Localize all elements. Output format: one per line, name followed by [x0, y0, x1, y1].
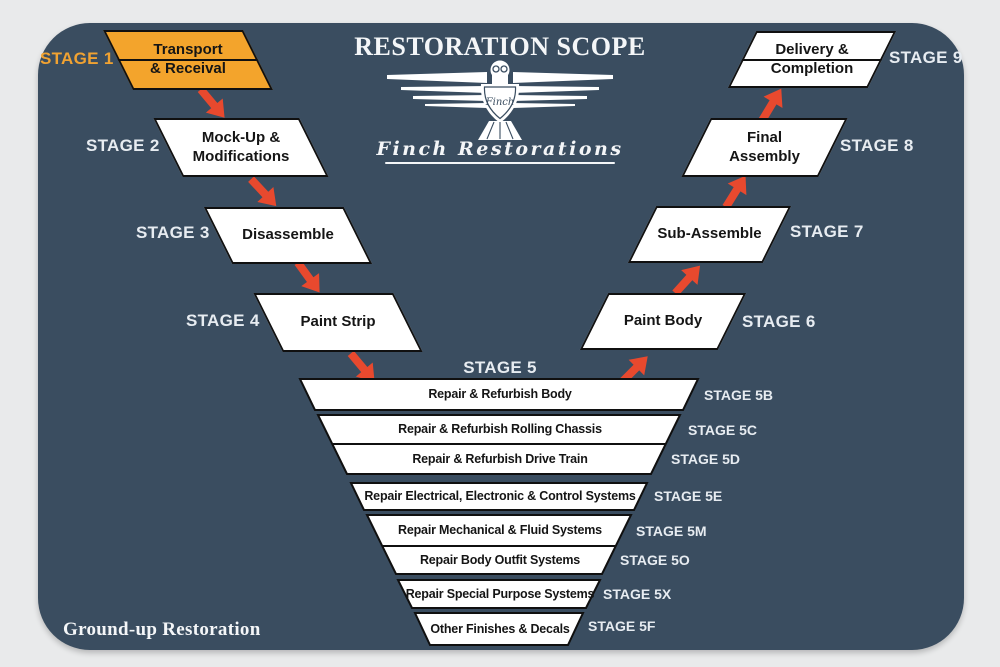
- stage2-label: STAGE 2: [86, 136, 160, 155]
- arrow-stage2-to-3-icon: [248, 176, 277, 207]
- stage1-box: Transport & Receival: [103, 30, 273, 90]
- stage4-label: STAGE 4: [186, 311, 260, 330]
- stage8-box: Final Assembly: [681, 118, 848, 177]
- stage6-label: STAGE 6: [742, 312, 816, 331]
- stage4-line1: Paint Strip: [300, 313, 376, 331]
- stage1-line1: Transport: [153, 41, 223, 59]
- stage2-box: Mock-Up & Modifications: [153, 118, 329, 177]
- stage4-box: Paint Strip: [253, 293, 423, 352]
- stage3-box: Disassemble: [203, 207, 373, 264]
- stage3-line1: Disassemble: [242, 226, 334, 244]
- stage9-label: STAGE 9: [889, 48, 963, 67]
- brand-underline: [385, 162, 615, 164]
- arrow-stage1-to-2-icon: [197, 86, 225, 118]
- stage9-line2: Completion: [770, 59, 854, 77]
- stage5-label: STAGE 5: [463, 358, 537, 377]
- stage5x-task: Repair Special Purpose Systems: [405, 587, 595, 601]
- stage7-box: Sub-Assemble: [627, 206, 792, 263]
- arrow-stage8-to-9-icon: [758, 88, 783, 123]
- stage6-box: Paint Body: [579, 293, 747, 350]
- stage6-line1: Paint Body: [623, 312, 703, 330]
- stage5o-task: Repair Body Outfit Systems: [419, 553, 581, 567]
- stage5d-label: STAGE 5D: [671, 451, 740, 467]
- stage5o-label: STAGE 5O: [620, 552, 690, 568]
- stage5b-task: Repair & Refurbish Body: [428, 387, 572, 401]
- stage1-line2: & Receival: [150, 60, 226, 77]
- shield-script-text: Finch: [485, 97, 515, 108]
- stage2-line2: Modifications: [192, 147, 290, 165]
- stage9-line1: Delivery &: [775, 40, 849, 58]
- stage5b-label: STAGE 5B: [704, 387, 773, 403]
- stage7-label: STAGE 7: [790, 222, 864, 241]
- stage9-box: Delivery & Completion: [727, 31, 897, 88]
- arrow-stage3-to-4-icon: [294, 260, 320, 293]
- stage5m-label: STAGE 5M: [636, 523, 707, 539]
- page-title: RESTORATION SCOPE: [354, 32, 646, 61]
- stage5d-task: Repair & Refurbish Drive Train: [412, 452, 588, 466]
- stage3-label: STAGE 3: [136, 223, 210, 242]
- stage5f-task: Other Finishes & Decals: [430, 622, 570, 636]
- stage5e-task: Repair Electrical, Electronic & Control …: [364, 489, 636, 503]
- stage5c-task: Repair & Refurbish Rolling Chassis: [398, 422, 602, 436]
- arrow-stage4-to-5-icon: [347, 350, 375, 382]
- stage7-line1: Sub-Assemble: [657, 225, 762, 243]
- stage5x-label: STAGE 5X: [603, 586, 672, 602]
- stage5f-label: STAGE 5F: [588, 618, 656, 634]
- stage2-line1: Mock-Up &: [201, 128, 281, 146]
- arrow-stage6-to-7-icon: [672, 265, 701, 296]
- stage5m-task: Repair Mechanical & Fluid Systems: [398, 523, 602, 537]
- stage1-label: STAGE 1: [40, 49, 114, 68]
- ground-up-restoration-caption: Ground-up Restoration: [63, 619, 261, 640]
- arrow-stage7-to-8-icon: [722, 175, 747, 210]
- stage5e-label: STAGE 5E: [654, 488, 723, 504]
- brand-script-text: Finch Restorations: [376, 138, 624, 160]
- stage8-label: STAGE 8: [840, 136, 914, 155]
- finch-wings-logo-icon: Finch: [387, 60, 613, 140]
- stage8-line2: Assembly: [729, 147, 800, 165]
- stage5c-label: STAGE 5C: [688, 422, 757, 438]
- stage8-line1: Final: [746, 128, 782, 146]
